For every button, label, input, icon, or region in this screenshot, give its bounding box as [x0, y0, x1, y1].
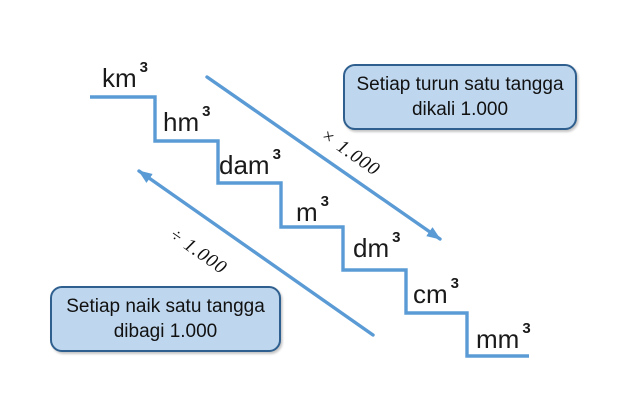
callout-line1: Setiap turun satu tangga: [356, 74, 564, 95]
callout-line2: dikali 1.000: [411, 99, 509, 120]
callout-naik-dibagi: Setiap naik satu tangga dibagi 1.000: [50, 286, 281, 352]
unit-base: km: [102, 63, 137, 93]
divide-arrow: [137, 169, 375, 337]
unit-base: hm: [163, 107, 200, 137]
callout-turun-dikali: Setiap turun satu tangga dikali 1.000: [343, 64, 577, 130]
unit-exponent: 3: [450, 275, 460, 292]
unit-base: m: [296, 197, 318, 227]
unit-exponent: 3: [522, 320, 531, 337]
unit-base: dm: [353, 233, 390, 263]
unit-exponent: 3: [139, 59, 149, 76]
unit-base: dam: [219, 150, 270, 180]
callout-line2: dibagi 1.000: [113, 321, 218, 342]
unit-base: mm: [476, 324, 520, 354]
staircase-steps-line: [90, 95, 529, 358]
unit-exponent: 3: [202, 103, 211, 120]
callout-line1: Setiap naik satu tangga: [66, 296, 265, 317]
unit-exponent: 3: [320, 193, 330, 210]
multiply-arrow: [205, 75, 442, 241]
unit-base: cm: [413, 279, 448, 309]
unit-exponent: 3: [272, 146, 281, 163]
unit-exponent: 3: [392, 229, 401, 246]
